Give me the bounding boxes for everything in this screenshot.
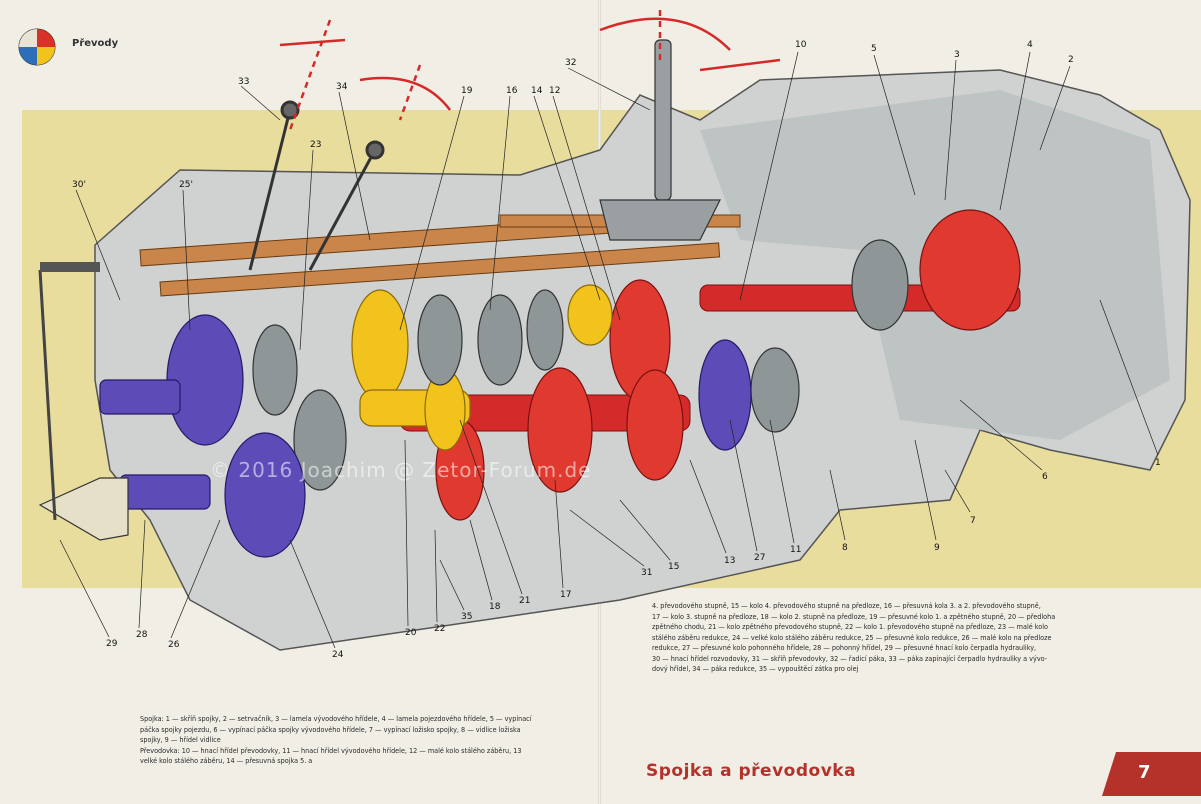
callout-23: 23 [310,140,322,150]
callout-22: 22 [434,624,446,634]
red-gears [435,209,1021,521]
callout-17: 17 [560,590,572,600]
callout-10: 10 [795,40,807,50]
legend-line: 4. převodového stupně, 15 — kolo 4. přev… [652,601,1041,610]
legend-line: spojky, 9 — hřídel vidlice [140,735,221,744]
grey-gears [252,239,909,491]
callout-28: 28 [136,630,148,640]
callout-25: 25' [179,180,193,190]
watermark: © 2016 Joachim @ Zetor-Forum.de [210,458,592,482]
callout-29: 29 [106,639,118,649]
callout-16: 16 [506,86,518,96]
page-number: 7 [1138,762,1151,783]
callout-18: 18 [489,602,501,612]
page-title: Spojka a převodovka [646,761,857,781]
callout-19: 19 [461,86,473,96]
legend-line: velké kolo stálého záběru, 14 — přesuvná… [140,756,313,765]
legend-line: 17 — kolo 3. stupně na předloze, 18 — ko… [652,611,1056,621]
callout-12: 12 [549,86,561,96]
legend-line: Spojka: 1 — skříň spojky, 2 — setrvačník… [140,714,532,723]
output-cap [38,477,129,541]
callout-7: 7 [970,516,976,526]
callout-13: 13 [724,556,736,566]
callout-34: 34 [336,82,348,92]
callout-5: 5 [871,44,877,54]
callout-31: 31 [641,568,653,578]
callout-2: 2 [1068,55,1074,65]
legend-line: Převodovka: 10 — hnací hřídel převodovky… [140,745,522,755]
blue-gears [99,314,752,558]
motion-arrows [279,10,781,131]
callout-1: 1 [1155,458,1161,468]
legend-left-column: Spojka: 1 — skříň spojky, 2 — setrvačník… [140,714,570,767]
page-number-badge [1102,752,1201,796]
legend-line: zpětného chodu, 21 — kolo zpětného převo… [652,622,1048,631]
callout-27: 27 [754,553,766,563]
callout-30: 30' [72,180,86,190]
callout-35: 35 [461,612,473,622]
callout-4: 4 [1027,40,1033,50]
callout-21: 21 [519,596,531,606]
pump-lever [40,262,100,272]
section-title: Převody [72,38,119,49]
legend-line: 30 — hnací hřídel rozvodovky, 31 — skříň… [652,653,1048,663]
pump-link-rod [38,269,57,521]
callout-33: 33 [238,77,250,87]
callout-11: 11 [790,545,802,555]
callout-14: 14 [531,86,543,96]
callout-15: 15 [668,562,680,572]
legend-line: redukce, 27 — přesuvné kolo pohonného hř… [652,643,1037,652]
legend-line: dový hřídel, 34 — páka redukce, 35 — vyp… [652,664,859,673]
legend-right-column: 4. převodového stupně, 15 — kolo 4. přev… [652,601,1082,675]
color-wheel-logo-icon [18,28,56,66]
callout-24: 24 [332,650,344,660]
legend-line: stálého záběru redukce, 24 — velké kolo … [652,632,1052,642]
callout-20: 20 [405,628,417,638]
callout-8: 8 [842,543,848,553]
callout-9: 9 [934,543,940,553]
callout-32: 32 [565,58,577,68]
callout-3: 3 [954,50,960,60]
legend-line: páčka spojky pojezdu, 6 — vypínací páčka… [140,724,521,734]
callout-6: 6 [1042,472,1048,482]
callout-26: 26 [168,640,180,650]
